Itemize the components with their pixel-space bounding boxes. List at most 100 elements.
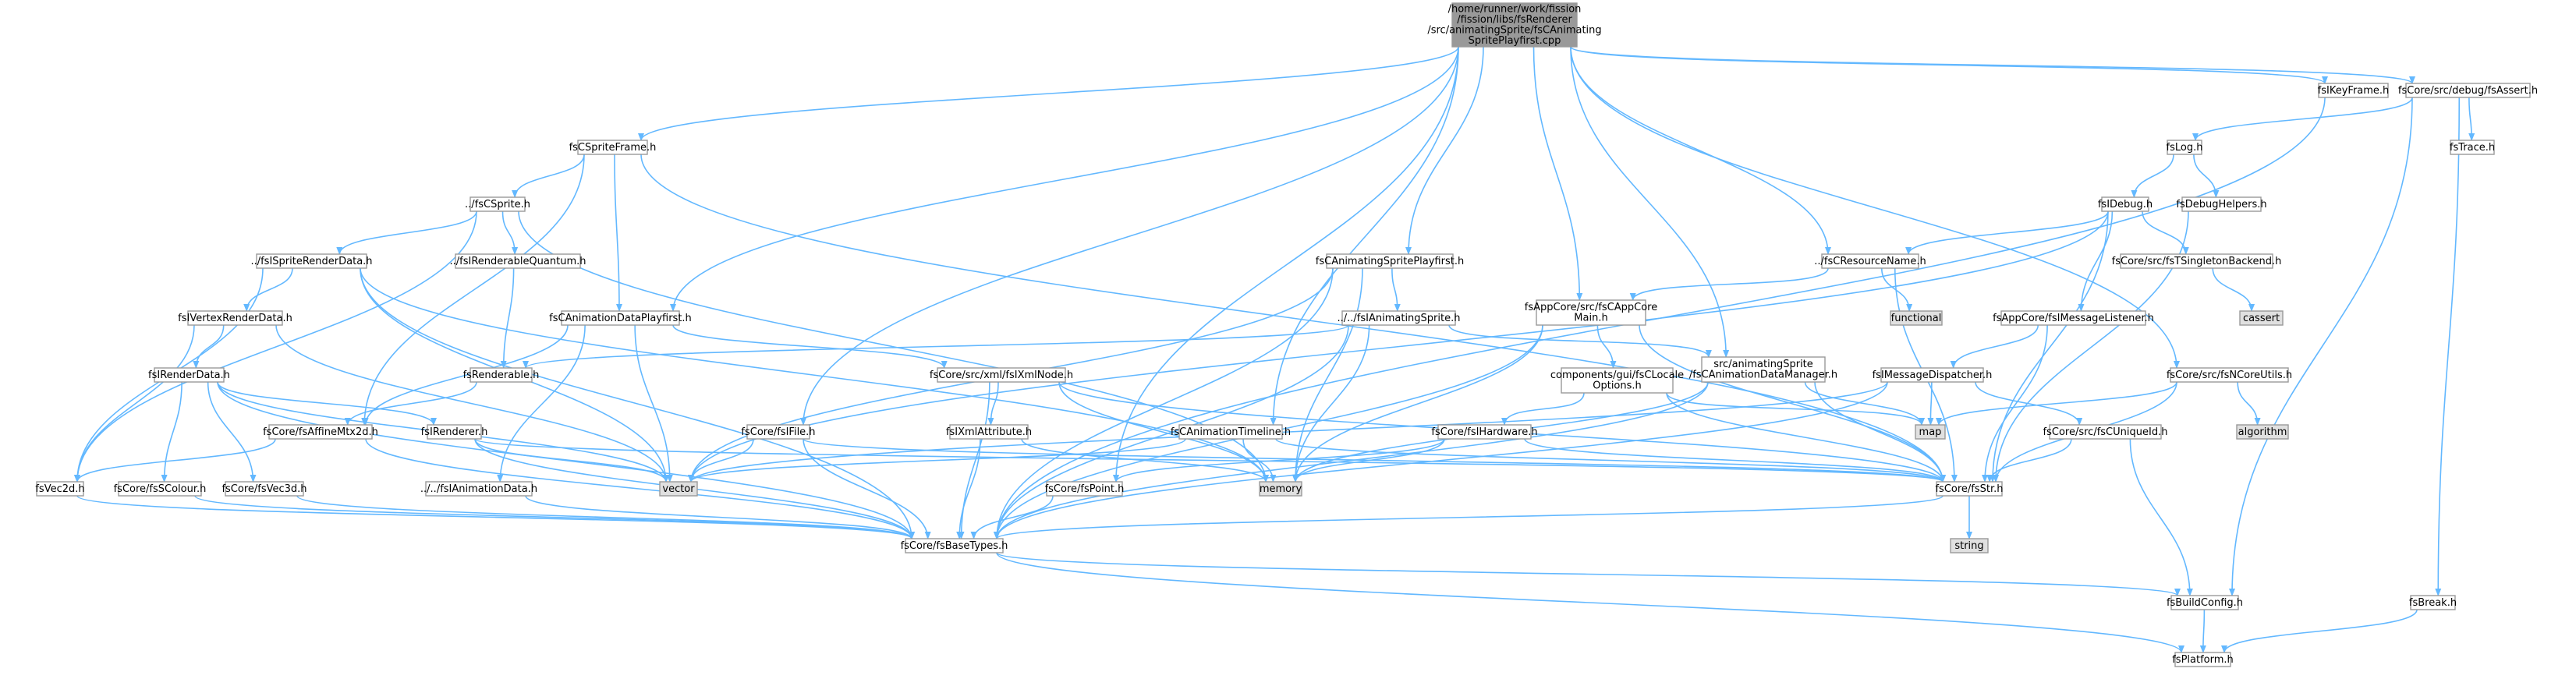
node-box (187, 310, 283, 326)
header-node[interactable]: src/animatingSprite/fsCAnimationDataMana… (1689, 356, 1837, 383)
node-label: algorithm (2238, 426, 2287, 438)
node-box (2410, 595, 2456, 610)
node-box (905, 538, 1004, 553)
header-node[interactable]: fsIXmlAttribute.h (946, 424, 1032, 440)
header-node[interactable]: fsCAnimationDataPlayfirst.h (549, 310, 692, 326)
header-node[interactable]: fsCSpriteFrame.h (569, 140, 657, 155)
node-box (1326, 253, 1454, 269)
edge-fsIMessageListener-to-fsStr (1982, 324, 2048, 483)
edge-fsIAnimatingSprite-to-fsBaseTypes (994, 324, 1349, 539)
node-box (1821, 253, 1919, 269)
header-node[interactable]: ../fsIRenderableQuantum.h (450, 253, 586, 269)
node-box (1915, 424, 1946, 440)
node-label: fsLog.h (2167, 142, 2203, 154)
header-node[interactable]: fsCore/fsBaseTypes.h (901, 538, 1008, 553)
node-box (2170, 367, 2289, 383)
header-node[interactable]: fsIKeyFrame.h (2318, 83, 2390, 98)
header-node[interactable]: fsIRenderer.h (421, 424, 488, 440)
edge-fsIAnimationData-to-fsBaseTypes (525, 495, 915, 539)
node-box (2101, 196, 2149, 212)
header-node[interactable]: fsCore/fsSColour.h (114, 481, 207, 497)
node-box (2181, 196, 2262, 212)
edge-fsIDebug-to-vector (688, 210, 2109, 483)
header-node[interactable]: fsVec2d.h (35, 481, 85, 497)
edge-root-to-fsCAnimationDataPlayfirst (670, 46, 1459, 312)
node-box (746, 424, 810, 440)
node-label: ../fsISpriteRenderData.h (250, 256, 372, 267)
edge-root-to-fsCAnimatingSpritePlayfirst (1405, 46, 1484, 255)
header-node[interactable]: fsIVertexRenderData.h (178, 310, 292, 326)
header-node[interactable]: fsLog.h (2167, 140, 2203, 155)
node-label: fsIDebug.h (2098, 199, 2153, 210)
node-label: vector (662, 483, 695, 495)
header-node[interactable]: fsRenderable.h (463, 367, 540, 383)
header-node[interactable]: fsTrace.h (2450, 140, 2495, 155)
edge-fsVec3d-to-fsBaseTypes (296, 495, 915, 539)
header-node[interactable]: ../fsISpriteRenderData.h (250, 253, 373, 269)
edge-fsIAnimatingSprite-to-fsCAnimationDataManager (1448, 324, 1712, 358)
node-label: Options.h (1593, 380, 1642, 392)
edge-fsIXmlAttribute-to-fsBaseTypes (956, 438, 981, 539)
header-node[interactable]: fsCore/fsAffineMtx2d.h (263, 424, 378, 440)
node-box (1950, 538, 1989, 553)
header-node[interactable]: fsPlatform.h (2172, 652, 2234, 667)
edge-fsCUniqueId-to-fsBuildConfig (2129, 438, 2193, 596)
header-node[interactable]: fsCore/fsIFile.h (741, 424, 816, 440)
edge-fsRenderable-to-fsAffineMtx2d (344, 381, 477, 426)
node-box (427, 424, 482, 440)
header-node[interactable]: fsIMessageDispatcher.h (1873, 367, 1993, 383)
header-node[interactable]: fsIDebug.h (2098, 196, 2153, 212)
node-label: fsCore/fsIHardware.h (1431, 426, 1537, 438)
header-node[interactable]: fsCore/fsIHardware.h (1431, 424, 1538, 440)
edge-fsAssert-to-fsLog (2192, 97, 2413, 141)
edge-fsIDebug-to-fsIMessageListener (2078, 210, 2114, 312)
edge-fsAssert-to-fsBreak (2435, 97, 2461, 596)
node-box (2239, 310, 2284, 326)
header-node[interactable]: ../fsCResourceName.h (1814, 253, 1926, 269)
header-node[interactable]: ../../fsIAnimationData.h (420, 481, 537, 497)
edge-root-to-fsCAnimationDataManager (1570, 46, 1730, 358)
node-label: src/animatingSprite (1713, 359, 1813, 370)
edge-fsCAnimationTimeline-to-fsStr (1275, 438, 1946, 483)
header-node[interactable]: fsIRenderData.h (148, 367, 230, 383)
edge-fsIMessageDispatcher-to-map (1927, 381, 1934, 426)
header-node[interactable]: fsCore/fsPoint.h (1045, 481, 1125, 497)
header-node[interactable]: fsAppCore/fsIMessageListener.h (1993, 310, 2154, 326)
header-node[interactable]: fsCore/src/fsCUniqueId.h (2043, 424, 2168, 440)
header-node[interactable]: fsCore/src/fsTSingletonBackend.h (2112, 253, 2282, 269)
edge-fsAssert-to-fsBuildConfig (2229, 97, 2413, 596)
node-label: fsCore/src/debug/fsAssert.h (2398, 85, 2538, 97)
header-node[interactable]: fsCore/src/fsNCoreUtils.h (2167, 367, 2292, 383)
edge-fsCAnimationDataPlayfirst-to-fsAffineMtx2d (362, 324, 569, 426)
header-node[interactable]: fsCore/src/xml/fsIXmlNode.h (930, 367, 1073, 383)
node-box (1890, 310, 1943, 326)
header-node[interactable]: fsCore/src/debug/fsAssert.h (2398, 83, 2538, 98)
edge-fsCSprite-to-fsISpriteRenderData (336, 210, 477, 255)
header-node[interactable]: fsCAnimatingSpritePlayfirst.h (1316, 253, 1464, 269)
node-label: fsIRenderData.h (148, 370, 230, 381)
header-node[interactable]: fsDebugHelpers.h (2176, 196, 2267, 212)
edge-fsLog-to-fsIDebug (2131, 154, 2174, 198)
header-node[interactable]: fsCAnimationTimeline.h (1171, 424, 1291, 440)
edge-fsISpriteRenderData-to-fsBaseTypes (360, 267, 915, 539)
system-header-node: algorithm (2236, 424, 2289, 440)
node-label: fsCAnimatingSpritePlayfirst.h (1316, 256, 1464, 267)
header-node[interactable]: fsBuildConfig.h (2167, 595, 2243, 610)
node-label: SpritePlayfirst.cpp (1469, 35, 1561, 47)
node-label: fsIXmlAttribute.h (946, 426, 1032, 438)
node-label: fsCore/fsSColour.h (114, 483, 207, 495)
edge-fsIVertexRenderData-to-fsVec2d (74, 324, 195, 483)
header-node[interactable]: fsCore/fsVec3d.h (221, 481, 307, 497)
edge-fsIFile-to-fsBaseTypes (803, 438, 931, 539)
edge-fsCResourceName-to-fsCAppCoreMain (1629, 267, 1829, 301)
header-node[interactable]: ../../fsIAnimatingSprite.h (1338, 310, 1461, 326)
header-node[interactable]: fsCore/fsStr.h (1935, 481, 2004, 497)
node-box (2174, 652, 2231, 667)
node-label: /fission/libs/fsRenderer (1457, 14, 1572, 26)
edge-fsNCoreUtils-to-map (1936, 381, 2177, 426)
edge-fsAffineMtx2d-to-fsBaseTypes (365, 438, 915, 539)
header-node[interactable]: fsBreak.h (2409, 595, 2457, 610)
header-node[interactable]: ../fsCSprite.h (465, 196, 530, 212)
